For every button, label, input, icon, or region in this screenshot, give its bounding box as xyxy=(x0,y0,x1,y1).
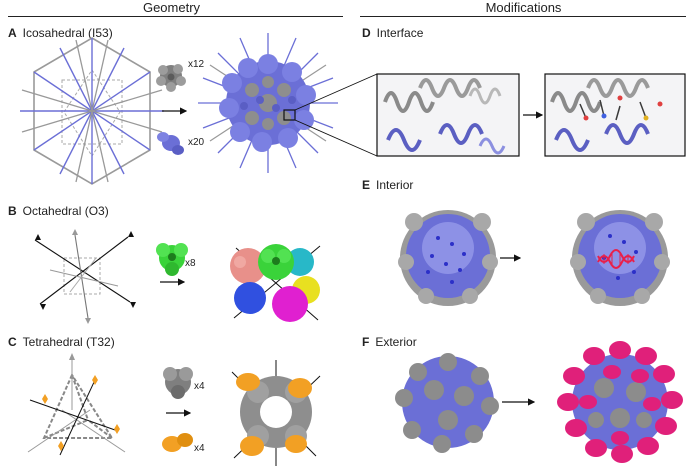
trimer-blue-icon xyxy=(157,132,184,155)
modifications-header-rule xyxy=(360,16,686,17)
dimer-orange-icon xyxy=(162,433,193,452)
tetrahedral-frame xyxy=(27,353,126,456)
interior-before-cage xyxy=(398,210,498,306)
octahedral-frame xyxy=(34,229,136,324)
count-c-orange: x4 xyxy=(194,443,205,454)
modifications-header: Modifications xyxy=(485,0,562,15)
interior-after-cage xyxy=(570,210,670,306)
interface-after-image xyxy=(544,73,686,157)
count-a-blue: x20 xyxy=(188,137,205,148)
trimer-gray-icon xyxy=(163,367,193,399)
tetrahedral-cage xyxy=(231,360,321,466)
count-b-green: x8 xyxy=(185,258,196,269)
icosahedral-frame xyxy=(20,37,164,185)
count-a-gray: x12 xyxy=(188,59,205,70)
geometry-header: Geometry xyxy=(142,0,201,15)
zoom-line-bottom xyxy=(294,119,378,157)
pentamer-gray-icon xyxy=(156,64,186,92)
icosahedral-cage xyxy=(198,33,338,173)
interface-before-image xyxy=(376,73,520,157)
trimer-green-icon xyxy=(156,243,188,276)
geometry-header-rule xyxy=(8,16,343,17)
exterior-before-cage xyxy=(395,353,499,453)
zoom-line-top xyxy=(294,73,378,111)
octahedral-cage xyxy=(230,244,321,322)
exterior-after-cage xyxy=(557,341,683,463)
count-c-gray: x4 xyxy=(194,381,205,392)
